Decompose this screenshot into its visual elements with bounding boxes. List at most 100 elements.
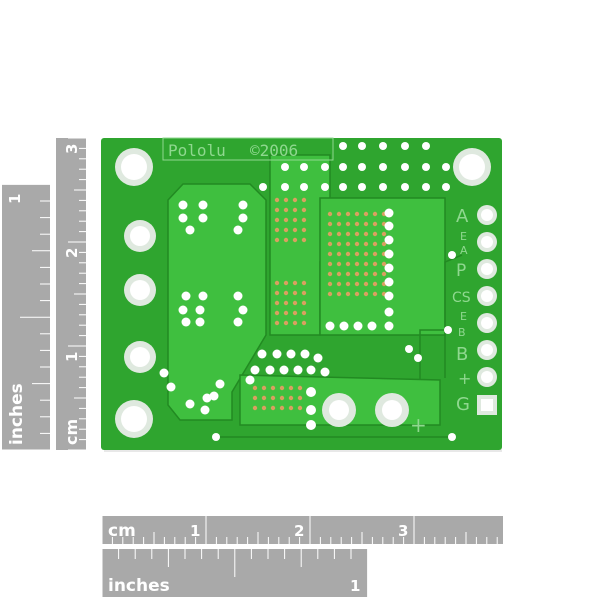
via (321, 183, 329, 191)
horizontal-ruler-cm-label: cm (108, 521, 136, 541)
micro-via (274, 207, 280, 213)
via (300, 163, 308, 171)
via (185, 225, 195, 235)
micro-via (279, 405, 285, 411)
via (159, 368, 169, 378)
micro-via (363, 241, 369, 247)
via (358, 142, 366, 150)
micro-via (345, 271, 351, 277)
micro-via (297, 385, 303, 391)
via (325, 321, 335, 331)
via (401, 163, 409, 171)
micro-via (363, 281, 369, 287)
micro-via (301, 227, 307, 233)
micro-via (274, 197, 280, 203)
micro-via (336, 291, 342, 297)
micro-via (345, 291, 351, 297)
micro-via (345, 261, 351, 267)
via (384, 208, 394, 218)
micro-via (354, 231, 360, 237)
micro-via (336, 221, 342, 227)
via (339, 163, 347, 171)
micro-via (283, 280, 289, 286)
via (286, 349, 296, 359)
via (306, 420, 316, 430)
via (405, 345, 413, 353)
micro-via (345, 231, 351, 237)
micro-via (327, 241, 333, 247)
via (353, 321, 363, 331)
via (233, 291, 243, 301)
left-large-pads (124, 220, 156, 373)
micro-via (363, 231, 369, 237)
micro-via (381, 261, 387, 267)
pin-label: A (456, 206, 469, 227)
micro-via (327, 221, 333, 227)
pcb-board: Pololu ©2006 + (101, 137, 502, 450)
large-pad-2-hole (130, 280, 150, 300)
via (379, 142, 387, 150)
micro-via (301, 207, 307, 213)
right-copper-region (319, 197, 446, 336)
bottom-pad-2-hole (382, 400, 402, 420)
via (178, 200, 188, 210)
vias (159, 142, 456, 441)
via (238, 213, 248, 223)
horizontal-ruler-inch-tick-label: 1 (350, 577, 360, 595)
micro-via (345, 221, 351, 227)
micro-via (283, 217, 289, 223)
via (384, 235, 394, 245)
header-pins (477, 205, 497, 415)
pin-label: A (460, 244, 468, 257)
via (238, 305, 248, 315)
vertical-ruler-cm-tick-3: 3 (63, 144, 81, 154)
via (321, 163, 329, 171)
micro-via (327, 291, 333, 297)
micro-via (354, 211, 360, 217)
header-pin-hole (481, 317, 493, 329)
mounting-hole-top-left-center (121, 154, 147, 180)
micro-via (283, 197, 289, 203)
via (339, 321, 349, 331)
micro-via (381, 271, 387, 277)
micro-via (292, 290, 298, 296)
micro-via (354, 251, 360, 257)
micro-via (301, 310, 307, 316)
micro-via (372, 231, 378, 237)
bottom-pad-1-hole (329, 400, 349, 420)
micro-via (252, 385, 258, 391)
silkscreen-year: ©2006 (250, 141, 298, 160)
via (358, 183, 366, 191)
silkscreen-title: Pololu (168, 141, 226, 160)
pin-label: B (458, 326, 466, 339)
micro-via (301, 237, 307, 243)
plus-trace (419, 329, 448, 380)
left-copper-region (167, 183, 267, 421)
via (401, 183, 409, 191)
micro-via (297, 395, 303, 401)
micro-via (372, 241, 378, 247)
micro-via (292, 300, 298, 306)
header-pin-hole (481, 344, 493, 356)
pin-label: CS (452, 290, 471, 306)
via (200, 405, 210, 415)
via (195, 317, 205, 327)
micro-via (274, 290, 280, 296)
micro-via (252, 395, 258, 401)
header-pin-hole (481, 209, 493, 221)
micro-via (372, 211, 378, 217)
micro-via (327, 251, 333, 257)
micro-via (336, 211, 342, 217)
via (233, 225, 243, 235)
via (422, 183, 430, 191)
horizontal-ruler-cm-tick-1: 1 (190, 522, 200, 540)
micro-via (288, 395, 294, 401)
micro-via (336, 271, 342, 277)
micro-via (292, 197, 298, 203)
via (384, 307, 394, 317)
via (265, 365, 275, 375)
via (195, 305, 205, 315)
via (293, 365, 303, 375)
